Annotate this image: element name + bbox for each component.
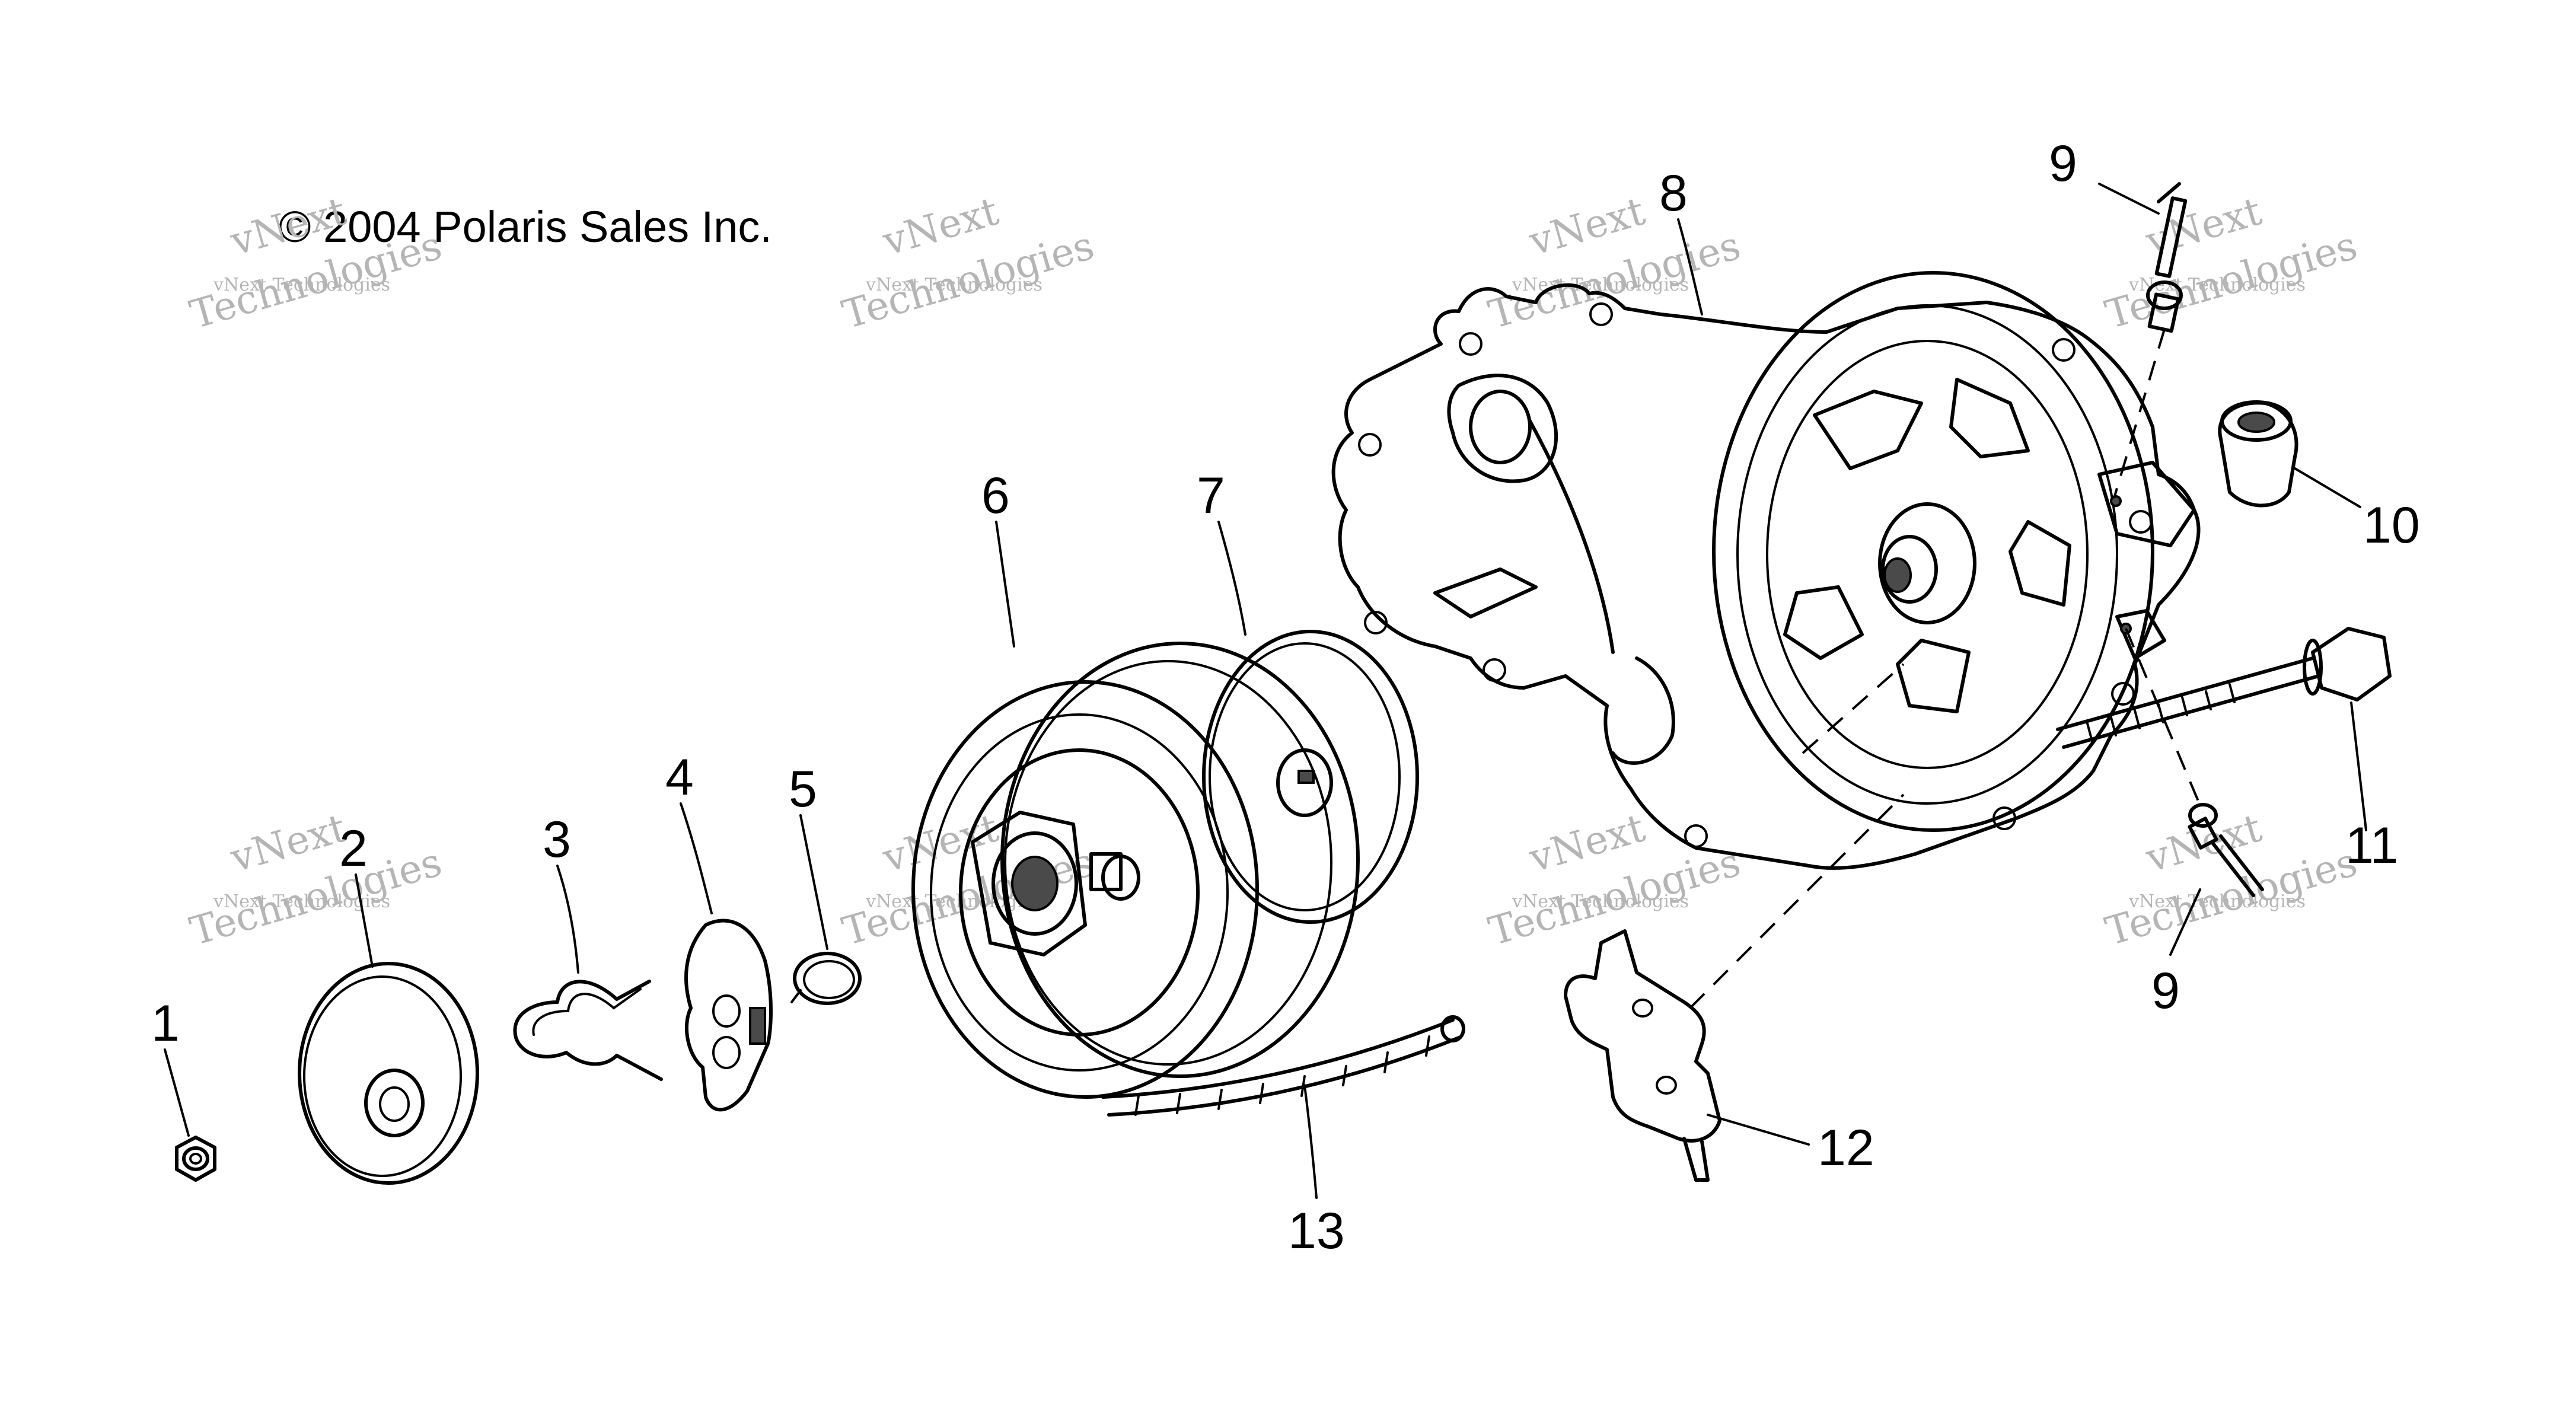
part-4-pawl (684, 919, 773, 1112)
leader-13 (1303, 1084, 1318, 1199)
leader-9-bottom (2169, 888, 2201, 956)
watermarks: vNext vNext Technologies Technologies vN… (185, 188, 2362, 954)
leader-12 (1707, 1114, 1810, 1146)
watermark-small: vNext Technologies (1512, 891, 1689, 912)
callout-10: 10 (2363, 497, 2420, 554)
callout-13: 13 (1288, 1203, 1345, 1259)
watermark-small: vNext Technologies (213, 275, 390, 295)
callout-9-top: 9 (2049, 135, 2077, 192)
callout-1: 1 (151, 995, 180, 1052)
leader-2 (355, 873, 374, 968)
part-6-rewind-pulley (911, 642, 1360, 1099)
watermark-4: vNext vNext Technologies Technologies (2100, 188, 2362, 337)
leader-3 (556, 865, 579, 974)
part-8-recoil-housing (1331, 271, 2201, 870)
leader-lines (164, 183, 2367, 1199)
callout-11: 11 (2345, 817, 2398, 874)
part-3-clip-spring (513, 980, 663, 1081)
callout-9-bottom: 9 (2151, 962, 2180, 1019)
part-9-bolt-top (2146, 182, 2188, 333)
callout-3: 3 (543, 811, 571, 868)
callout-4: 4 (665, 749, 694, 806)
part-12-bracket (1564, 929, 1721, 1182)
leader-7 (1217, 521, 1246, 636)
part-2-cover-plate (298, 962, 479, 1185)
callout-7: 7 (1197, 467, 1225, 524)
callout-8: 8 (1659, 165, 1688, 222)
dash-line-housing (1802, 663, 1905, 754)
watermark-1: vNext vNext Technologies Technologies (185, 188, 447, 337)
leader-1 (164, 1048, 190, 1137)
leader-11 (2350, 701, 2367, 831)
part-1-nut (175, 1136, 216, 1182)
dash-line-bolt-bottom (2125, 628, 2204, 813)
part-11-flange-bolt (2056, 627, 2392, 749)
copyright-notice: © 2004 Polaris Sales Inc. (279, 202, 772, 251)
part-10-bushing (2218, 400, 2298, 508)
part-7-recoil-spring (1202, 630, 1419, 924)
watermark-5: vNext vNext Technologies Technologies (185, 805, 447, 954)
leader-6 (995, 521, 1015, 648)
dash-line-bolt-top (2113, 329, 2166, 499)
callout-6: 6 (981, 467, 1010, 524)
watermark-small: vNext Technologies (865, 891, 1042, 912)
watermark-small: vNext Technologies (865, 275, 1042, 295)
leader-4 (680, 802, 713, 914)
part-13-starter-rope (1101, 1015, 1465, 1117)
callout-labels: 1 2 3 4 5 6 7 8 9 9 10 11 12 13 (151, 135, 2420, 1259)
watermark-2: vNext vNext Technologies Technologies (837, 188, 1099, 337)
callout-12: 12 (1818, 1120, 1874, 1176)
part-5-return-spring (790, 952, 862, 1005)
leader-9-top (2098, 183, 2160, 215)
leader-10 (2294, 467, 2361, 508)
leader-8 (1677, 218, 1703, 315)
watermark-small: vNext Technologies (2128, 891, 2306, 912)
callout-2: 2 (339, 820, 368, 877)
part-9-bolt-bottom (2188, 803, 2264, 897)
dash-line-bracket (1689, 793, 1905, 1009)
callout-5: 5 (789, 761, 817, 818)
leader-5 (799, 814, 828, 950)
watermark-8: vNext vNext Technologies Technologies (2100, 805, 2362, 954)
assembly-lines (1689, 329, 2204, 1009)
